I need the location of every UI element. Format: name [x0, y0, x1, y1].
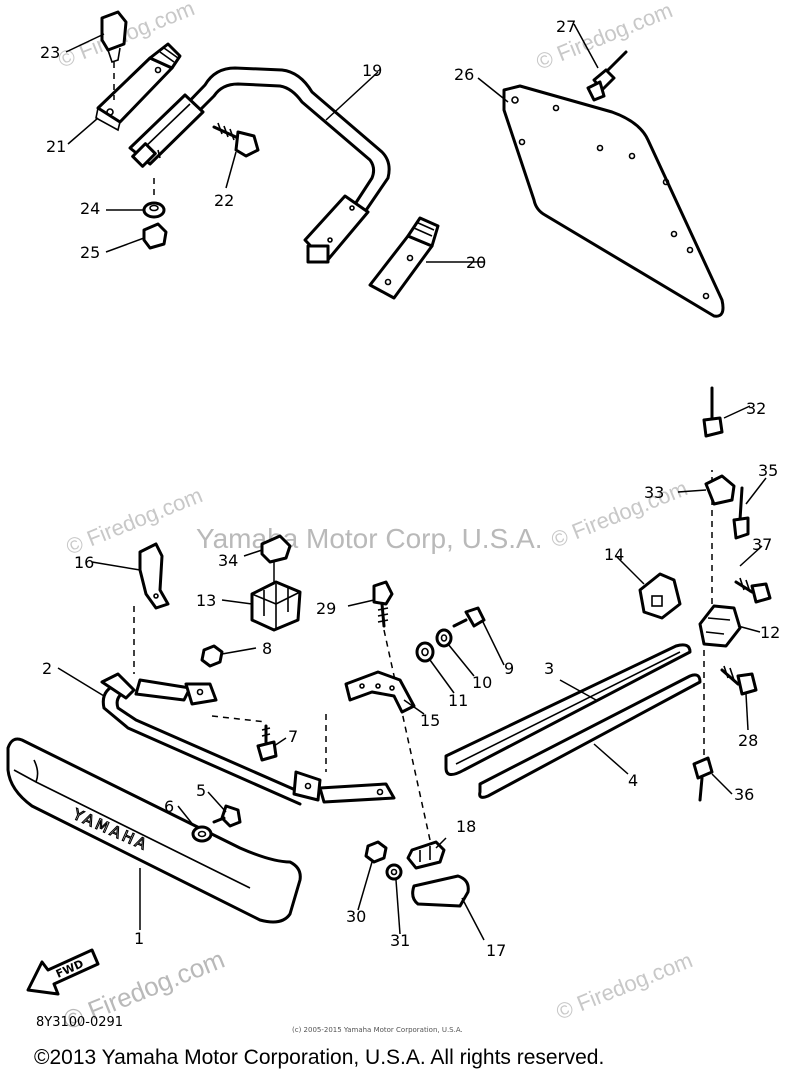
nut-part-25 — [142, 222, 168, 250]
callout-7: 7 — [288, 727, 298, 746]
diagram-code: 8Y3100-0291 — [36, 1015, 123, 1030]
callout-35: 35 — [758, 461, 778, 480]
callout-10: 10 — [472, 673, 492, 692]
callout-23: 23 — [40, 43, 60, 62]
rivet-part-36 — [692, 650, 714, 802]
nut-part-8 — [200, 644, 224, 668]
bumper-frame-part-2 — [100, 672, 396, 806]
watermark-middle-right: © Firedog.com — [548, 475, 691, 552]
callout-37: 37 — [752, 535, 772, 554]
handle-bar-part-19 — [150, 66, 391, 224]
callout-32: 32 — [746, 399, 766, 418]
callout-13: 13 — [196, 591, 216, 610]
bracket-part-13 — [250, 580, 302, 632]
callout-14: 14 — [604, 545, 624, 564]
washer-part-24 — [142, 178, 166, 219]
callout-21: 21 — [46, 137, 66, 156]
forward-direction-arrow: FWD — [26, 948, 100, 996]
callout-9: 9 — [504, 659, 514, 678]
callout-12: 12 — [760, 623, 780, 642]
washer-part-31 — [385, 863, 403, 881]
end-bracket-part-20 — [368, 216, 440, 300]
callout-25: 25 — [80, 243, 100, 262]
callout-33: 33 — [644, 483, 664, 502]
bolt-part-5 — [212, 804, 242, 828]
watermark-middle-left: © Firedog.com — [63, 482, 206, 559]
callout-2: 2 — [42, 659, 52, 678]
bolt-part-9 — [452, 606, 486, 628]
handle-bar-end-bracket-right — [303, 194, 370, 264]
cap-part-33 — [704, 474, 736, 506]
nut-part-30 — [364, 840, 388, 864]
watermark-company: Yamaha Motor Corp, U.S.A. — [196, 523, 543, 554]
callout-5: 5 — [196, 781, 206, 800]
callout-4: 4 — [628, 771, 638, 790]
bracket-part-15 — [325, 670, 416, 772]
cover-part-17 — [411, 874, 470, 908]
callout-15: 15 — [420, 711, 440, 730]
washer-part-10 — [435, 628, 453, 648]
watermark-bottom-right: © Firedog.com — [553, 947, 696, 1024]
bolt-part-37 — [734, 577, 772, 604]
callout-19: 19 — [362, 61, 382, 80]
nut-part-6 — [191, 825, 213, 843]
callout-26: 26 — [454, 65, 474, 84]
clamp-bracket-part-21 — [95, 42, 182, 132]
callout-24: 24 — [80, 199, 100, 218]
trim-strip-part-4 — [478, 673, 702, 799]
callout-30: 30 — [346, 907, 366, 926]
clip-part-18 — [406, 840, 446, 870]
bolt-part-28 — [720, 665, 758, 696]
washer-part-11 — [415, 641, 435, 663]
callout-18: 18 — [456, 817, 476, 836]
callout-22: 22 — [214, 191, 234, 210]
callout-28: 28 — [738, 731, 758, 750]
small-copyright-notice: (c) 2005-2015 Yamaha Motor Corporation, … — [292, 1026, 463, 1034]
trim-strip-part-3 — [444, 643, 692, 776]
cap-part-34 — [260, 534, 292, 582]
callout-31: 31 — [390, 931, 410, 950]
front-bumper-part-1: YAMAHA — [6, 737, 302, 924]
copyright-footer: ©2013 Yamaha Motor Corporation, U.S.A. A… — [34, 1046, 604, 1069]
callout-17: 17 — [486, 941, 506, 960]
callout-6: 6 — [164, 797, 174, 816]
callout-11: 11 — [448, 691, 468, 710]
bolt-part-29 — [372, 580, 431, 841]
callout-20: 20 — [466, 253, 486, 272]
callout-1: 1 — [134, 929, 144, 948]
callout-27: 27 — [556, 17, 576, 36]
end-cap-part-12 — [698, 470, 742, 648]
watermark-top-right: © Firedog.com — [533, 0, 676, 75]
handle-bar-end-bracket-left — [128, 93, 205, 168]
rivet-part-35 — [732, 486, 750, 540]
rivet-part-27 — [586, 50, 628, 102]
callout-numbers: 1 2 3 4 5 6 7 8 9 10 11 12 13 14 15 16 1… — [40, 17, 780, 960]
callout-29: 29 — [316, 599, 336, 618]
rivet-part-32 — [702, 386, 724, 438]
callout-8: 8 — [262, 639, 272, 658]
callout-34: 34 — [218, 551, 238, 570]
pin-part-23 — [100, 10, 128, 100]
bracket-part-16 — [133, 542, 170, 674]
windshield-panel-part-26 — [502, 84, 725, 318]
bolt-part-7 — [211, 715, 278, 762]
bolt-part-22 — [212, 122, 260, 158]
bracket-part-14 — [638, 572, 682, 620]
callout-16: 16 — [74, 553, 94, 572]
callout-36: 36 — [734, 785, 754, 804]
leader-lines — [57, 23, 767, 941]
callout-3: 3 — [544, 659, 554, 678]
